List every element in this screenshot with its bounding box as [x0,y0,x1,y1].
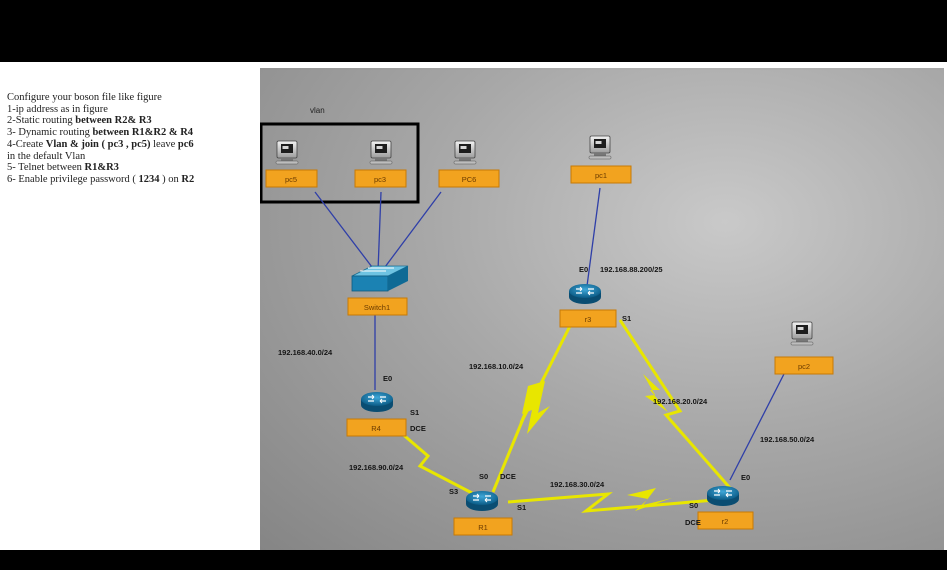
instruction-line: in the default Vlan [7,151,259,163]
instruction-line: 3- Dynamic routing between R1&R2 & R4 [7,127,259,139]
switch-icon [351,265,409,292]
router-r1-icon [465,490,499,512]
label-net-r3-r2: 192.168.20.0/24 [653,397,708,406]
pc6-icon [453,140,477,165]
instruction-line: 5- Telnet between R1&R3 [7,162,259,174]
instruction-text: in the default Vlan [7,150,86,162]
svg-text:pc1: pc1 [595,171,607,180]
label-net-switch: 192.168.40.0/24 [278,348,333,357]
label-r3-s1: S1 [622,314,631,323]
instruction-text: 5- Telnet between [7,162,85,174]
network-diagram: vlan pc5 pc3 PC6 pc1 pc2 Swi [260,68,944,550]
instruction-text: Configure your boson file like figure [7,92,162,103]
tag-pc2: pc2 [774,356,834,375]
tag-switch1: Switch1 [347,297,408,316]
instruction-text: between R1&R2 & R4 [92,127,194,139]
tag-r1: R1 [453,517,513,536]
ethernet-links [314,187,786,481]
instruction-text: pc6 [177,138,194,150]
svg-text:pc5: pc5 [285,175,297,184]
label-r1-s0: S0 [479,472,488,481]
pc1-icon [588,135,612,160]
instruction-text: leave [150,138,178,150]
label-r2-dce: DCE [685,518,701,527]
label-r4-s1: S1 [410,408,419,417]
svg-text:pc2: pc2 [798,362,810,371]
label-r2-e0: E0 [741,473,750,482]
router-r2-icon [706,485,740,507]
instruction-text: 1-ip address as in figure [7,103,108,115]
instruction-text: between R2& R3 [75,115,152,127]
instruction-text: ) on [159,173,182,185]
instruction-text: 6- Enable privilege password ( [7,173,139,185]
instruction-text: R2 [181,173,195,185]
instruction-line: 1-ip address as in figure [7,104,259,116]
instruction-line: 6- Enable privilege password ( 1234 ) on… [7,174,259,186]
svg-text:PC6: PC6 [462,175,477,184]
svg-text:R1: R1 [478,523,488,532]
label-r1-dce: DCE [500,472,516,481]
svg-text:r3: r3 [585,315,592,324]
pc5-icon [275,140,299,165]
label-net-r2-pc2: 192.168.50.0/24 [760,435,815,444]
svg-text:r2: r2 [722,517,729,526]
tag-pc3: pc3 [354,169,407,188]
tag-pc6: PC6 [438,169,500,188]
vlan-box [260,122,420,204]
label-net-pc1: 192.168.88.200/25 [600,265,663,274]
instruction-text: Vlan & join ( pc3 , pc5) [45,138,151,150]
instruction-line: 4-Create Vlan & join ( pc3 , pc5) leave … [7,139,259,151]
instruction-line: 2-Static routing between R2& R3 [7,115,259,127]
vlan-label: vlan [310,106,325,115]
label-r4-dce: DCE [410,424,426,433]
pc3-icon [369,140,393,165]
bottom-black-bar [0,550,947,570]
label-r1-s3: S3 [449,487,458,496]
instruction-text: 3- Dynamic routing [7,127,93,139]
instruction-line: Configure your boson file like figure [7,92,259,104]
label-r3-e0: E0 [579,265,588,274]
tag-pc5: pc5 [265,169,318,188]
label-net-r4-r1: 192.168.90.0/24 [349,463,404,472]
router-r3-icon [568,283,602,305]
instruction-text: 4-Create [7,138,46,150]
tag-r2: r2 [697,511,754,530]
topology-svg: vlan pc5 pc3 PC6 pc1 pc2 Swi [260,106,834,536]
instruction-text: R1&R3 [84,162,119,174]
router-r4-icon [360,391,394,413]
serial-link-bolts [522,374,672,511]
label-net-r1-r3: 192.168.10.0/24 [469,362,524,371]
tag-r3: r3 [559,309,617,328]
instruction-text: 2-Static routing [7,115,76,127]
svg-text:R4: R4 [371,424,381,433]
tag-r4: R4 [346,418,407,437]
label-r4-e0: E0 [383,374,392,383]
top-black-bar [0,0,947,62]
instruction-text: 1234 [138,173,160,185]
label-r2-s0: S0 [689,501,698,510]
label-r1-s1: S1 [517,503,526,512]
tag-pc1: pc1 [570,165,632,184]
label-net-r1-r2: 192.168.30.0/24 [550,480,605,489]
svg-text:pc3: pc3 [374,175,386,184]
svg-text:Switch1: Switch1 [364,303,390,312]
pc2-icon [790,321,814,346]
